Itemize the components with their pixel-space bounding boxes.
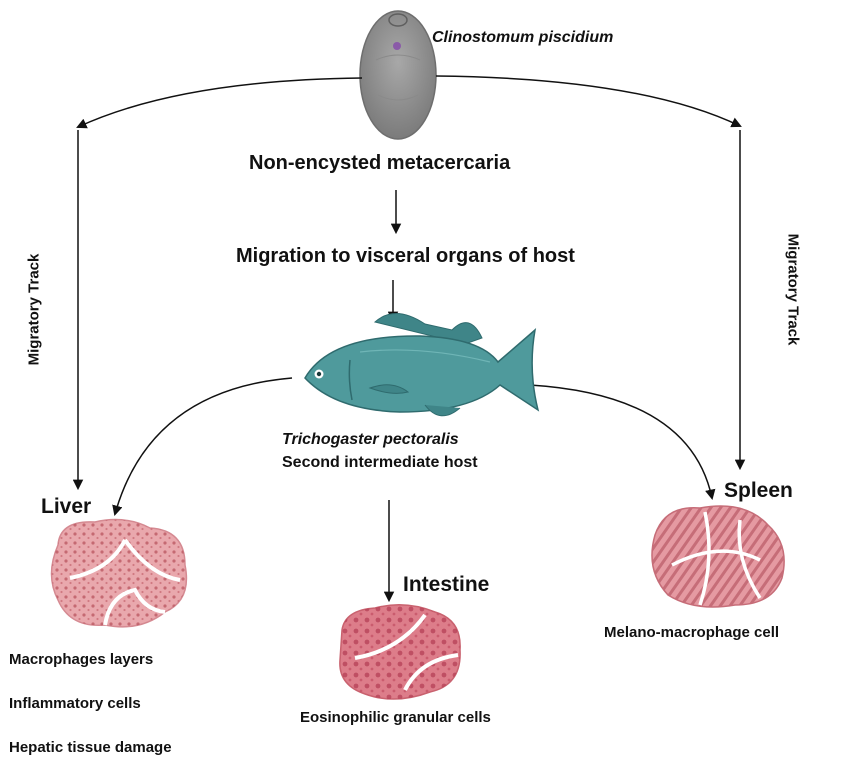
arc-to-right-track <box>435 75 742 128</box>
metacercaria-illustration <box>359 10 437 140</box>
left-migratory-track-label: Migratory Track <box>25 253 43 366</box>
right-migratory-track-label: Migratory Track <box>784 233 802 346</box>
spleen-tissue-illustration <box>651 505 785 608</box>
liver-tissue-illustration <box>50 518 188 628</box>
arc-to-left-track <box>76 77 363 129</box>
parasite-name: Clinostomum piscidium <box>432 29 614 46</box>
liver-finding: Macrophages layers <box>9 651 154 668</box>
fish-illustration <box>304 313 540 417</box>
liver-finding: Hepatic tissue damage <box>9 739 172 756</box>
host-role: Second intermediate host <box>282 454 478 471</box>
migration-step: Migration to visceral organs of host <box>236 245 575 267</box>
host-species: Trichogaster pectoralis <box>282 431 459 448</box>
spleen-title: Spleen <box>724 479 793 502</box>
liver-title: Liver <box>41 495 92 518</box>
liver-finding: Inflammatory cells <box>9 695 141 712</box>
intestine-tissue-illustration <box>339 604 461 700</box>
intestine-finding: Eosinophilic granular cells <box>300 709 491 726</box>
arc-fish-to-liver <box>112 377 293 517</box>
intestine-title: Intestine <box>403 573 490 596</box>
spleen-finding: Melano-macrophage cell <box>604 624 780 641</box>
arc-fish-to-spleen <box>529 384 716 501</box>
parasite-stage: Non-encysted metacercaria <box>249 152 511 174</box>
